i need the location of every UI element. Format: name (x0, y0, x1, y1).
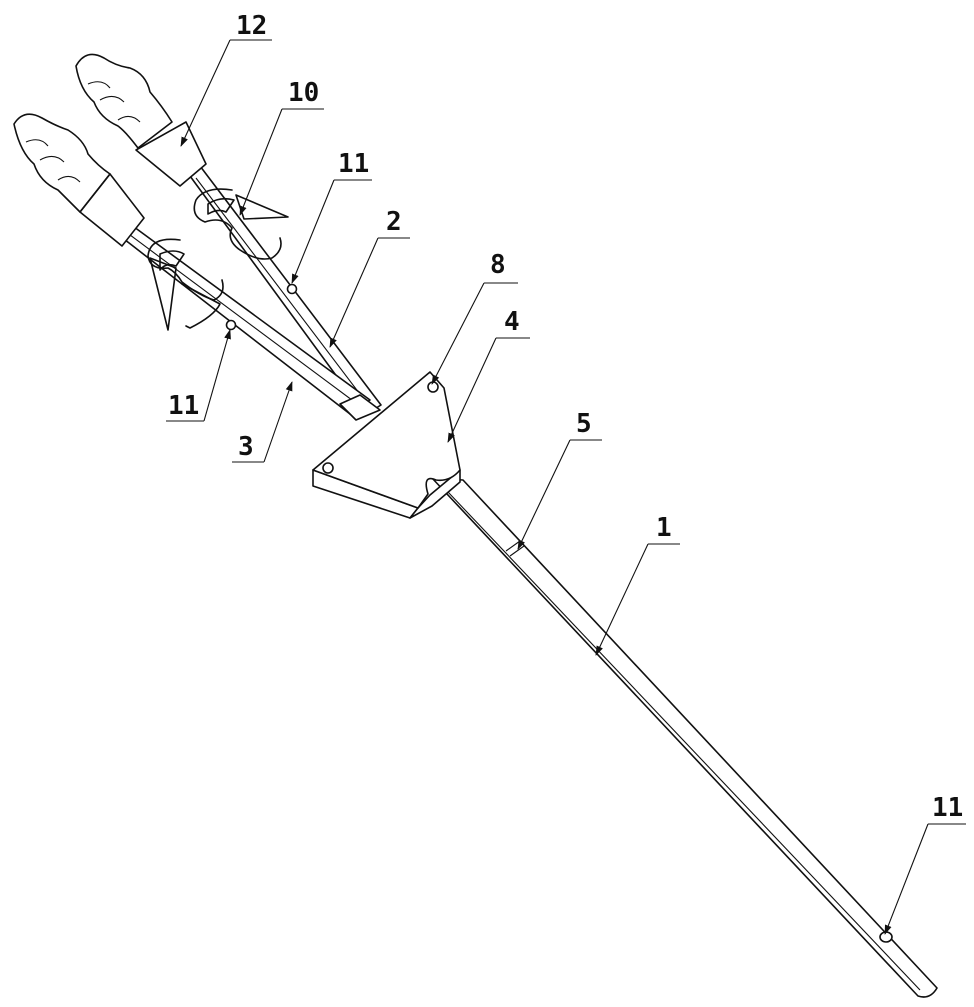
callout-5-label: 5 (576, 409, 592, 439)
main-catheter (432, 478, 937, 997)
callout-10-label: 10 (288, 78, 319, 108)
callout-11-bottom: 11 (885, 793, 966, 934)
callout-11-left-label: 11 (168, 391, 199, 421)
callout-1-label: 1 (656, 513, 672, 543)
callout-5-leader (518, 440, 570, 549)
side-hole-lower (227, 321, 236, 330)
main-catheter-body (432, 478, 937, 997)
connector-lower-grip-ribs (26, 140, 80, 182)
connector-upper (76, 54, 206, 186)
main-catheter-edge (448, 492, 920, 990)
connector-upper-grip (76, 54, 172, 148)
hub-hole-left (323, 463, 333, 473)
callout-12: 12 (181, 11, 272, 146)
side-hole-upper (288, 285, 297, 294)
callout-3-label: 3 (238, 432, 254, 462)
callout-12-leader (181, 40, 230, 146)
clamp-upper-wedge (236, 195, 288, 219)
connector-upper-grip-ribs (88, 82, 140, 122)
callout-4: 4 (448, 307, 530, 442)
connector-lower (14, 114, 144, 246)
callout-5: 5 (518, 409, 602, 549)
callout-2-leader (330, 238, 378, 347)
callout-1-leader (596, 544, 648, 655)
callout-12-label: 12 (236, 11, 267, 41)
callout-2: 2 (330, 207, 410, 347)
callout-3-leader (264, 382, 292, 462)
callout-11-bottom-leader (885, 824, 928, 934)
hub-hole-top (428, 382, 438, 392)
callout-11-bottom-label: 11 (932, 793, 963, 823)
side-hole-bottom (880, 932, 892, 942)
callout-10: 10 (240, 78, 324, 215)
callout-11-top: 11 (292, 149, 372, 283)
callout-4-leader (448, 338, 496, 442)
callout-2-label: 2 (386, 207, 402, 237)
callout-11-left-leader (204, 330, 230, 421)
callout-11-top-label: 11 (338, 149, 369, 179)
callout-1: 1 (596, 513, 680, 655)
callout-8-label: 8 (490, 250, 506, 280)
branch-tube-lower-edge (126, 232, 360, 406)
callout-11-top-leader (292, 180, 334, 283)
callout-11-left: 11 (166, 330, 230, 421)
callout-8-leader (432, 283, 484, 384)
callout-10-leader (240, 109, 282, 215)
callout-4-label: 4 (504, 307, 520, 337)
callout-3: 3 (232, 382, 292, 462)
